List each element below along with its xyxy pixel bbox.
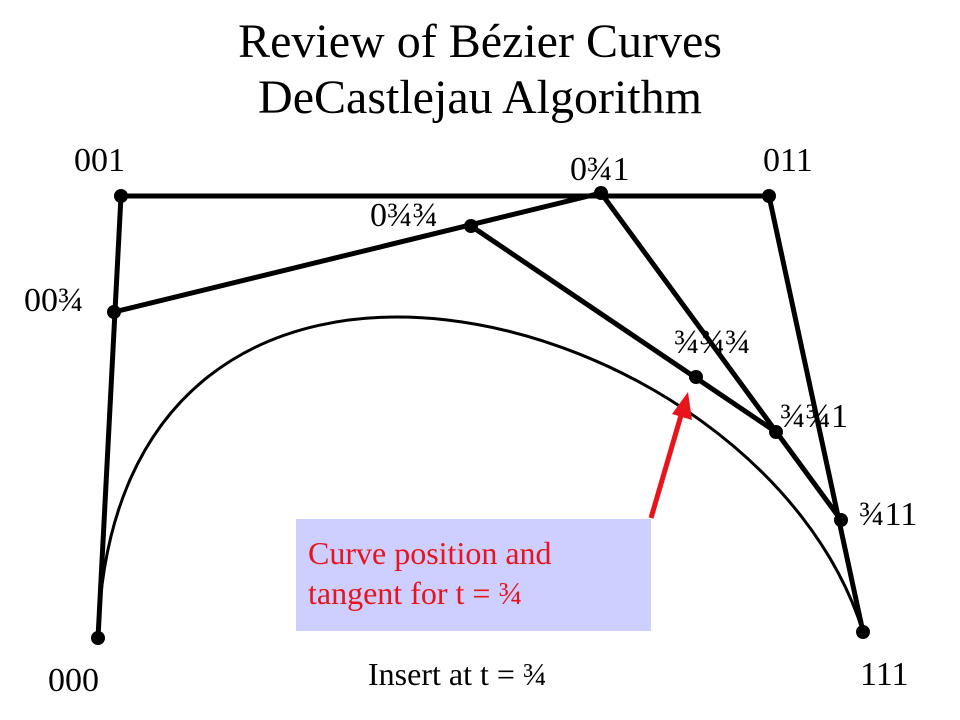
point-0qq bbox=[464, 219, 478, 233]
point-0q1 bbox=[594, 186, 608, 200]
label-000: 000 bbox=[48, 662, 99, 699]
label-001: 001 bbox=[74, 142, 125, 179]
insert-caption: Insert at t = ¾ bbox=[368, 656, 547, 692]
title-line-1: Review of Bézier Curves bbox=[238, 15, 722, 68]
label-111: 111 bbox=[860, 656, 909, 693]
point-q11 bbox=[834, 513, 848, 527]
point-001 bbox=[114, 189, 128, 203]
point-00q bbox=[107, 305, 121, 319]
callout-arrow-head bbox=[672, 392, 692, 420]
control-polygon bbox=[95, 193, 866, 639]
label-qqq: ¾¾¾ bbox=[674, 324, 751, 361]
level-2-segment bbox=[469, 223, 778, 435]
label-011: 011 bbox=[763, 142, 813, 179]
label-0qq: 0¾¾ bbox=[370, 197, 438, 234]
point-011 bbox=[762, 189, 776, 203]
label-0q1: 0¾1 bbox=[570, 151, 630, 188]
point-000 bbox=[91, 631, 105, 645]
label-q11: ¾11 bbox=[859, 496, 918, 533]
slide-title: Review of Bézier Curves DeCastlejau Algo… bbox=[0, 14, 960, 126]
callout-line-2: tangent for t = ¾ bbox=[308, 575, 523, 611]
label-00q: 00¾ bbox=[24, 282, 84, 319]
callout-box: Curve position and tangent for t = ¾ bbox=[296, 519, 651, 631]
point-111 bbox=[856, 625, 870, 639]
point-qqq bbox=[689, 370, 703, 384]
callout-line-1: Curve position and bbox=[308, 535, 552, 571]
label-qq1: ¾¾1 bbox=[780, 398, 848, 435]
title-line-2: DeCastlejau Algorithm bbox=[258, 71, 702, 124]
callout-arrow-shaft bbox=[648, 411, 685, 519]
bezier-curve bbox=[96, 315, 865, 639]
point-qq1 bbox=[769, 425, 783, 439]
